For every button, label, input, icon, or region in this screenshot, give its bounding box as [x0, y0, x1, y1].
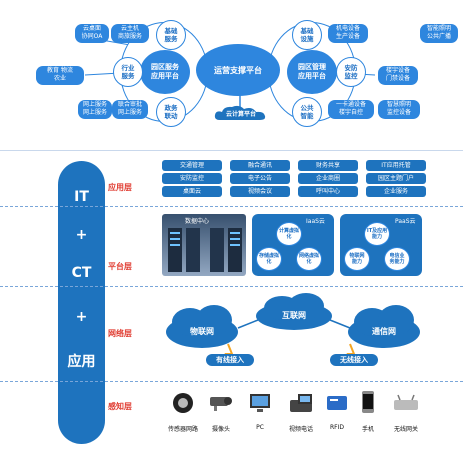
- cloud-internet-icon: [256, 293, 332, 330]
- app-box: 园区主题门户: [366, 173, 426, 184]
- mobile-phone-icon: [362, 391, 374, 413]
- iaas-network: 网络虚拟 化: [296, 247, 322, 271]
- wireless-gateway-icon: [394, 394, 418, 410]
- tag-right-3: 智慧照明 监控设备: [378, 100, 420, 119]
- app-box: 企业商圈: [298, 173, 358, 184]
- wireless-access: 无线接入: [330, 354, 378, 366]
- network-clouds: [166, 293, 420, 365]
- right-hub: 园区管理 应用平台: [287, 50, 337, 94]
- node-security: 安防 监控: [336, 57, 366, 87]
- iaas-label: IaaS云: [306, 218, 325, 225]
- app-box: 呼叫中心: [298, 186, 358, 197]
- device-label: 手机: [361, 426, 374, 433]
- tag-right-5: 智能照明 公共广播: [420, 24, 458, 43]
- left-hub: 园区服务 应用平台: [140, 50, 190, 94]
- bar-ct: CT: [71, 265, 92, 281]
- layer-network: 网络层: [108, 329, 132, 338]
- app-box: 视频会议: [230, 186, 290, 197]
- bar-plus-2: +: [75, 309, 88, 325]
- paas-telecom: 电信业 务能力: [384, 247, 410, 271]
- cloud-telecom-icon: [348, 305, 420, 348]
- layer-sense: 感知层: [108, 402, 132, 411]
- data-center-label: 数据中心: [185, 218, 210, 225]
- app-box: 融合通讯: [230, 160, 290, 171]
- app-box: 交通管理: [162, 160, 222, 171]
- cloud-iot-label: 物联网: [190, 327, 214, 336]
- bar-it: IT: [74, 189, 89, 205]
- tag-left-4: 网上服务 网上服务: [78, 100, 112, 119]
- separator-2: [0, 286, 463, 287]
- center-title: 运营支撑平台: [196, 44, 280, 96]
- tag-right-4: 一卡通设备 楼宇自控: [328, 100, 374, 119]
- node-infrastructure: 基础 设施: [292, 20, 322, 50]
- wired-access: 有线接入: [206, 354, 254, 366]
- app-box: 安防监控: [162, 173, 222, 184]
- tag-right-1: 机电设备 生产设备: [328, 24, 368, 43]
- cloud-platform-icon: [212, 104, 270, 122]
- cloud-internet-label: 互联网: [282, 311, 306, 320]
- iaas-storage: 存储虚拟 化: [256, 247, 282, 271]
- iaas-compute: 计算虚拟 化: [276, 222, 302, 246]
- paas-label: PaaS云: [395, 218, 416, 225]
- paas-iot: 物联网 能力: [344, 247, 370, 271]
- section-divider: [0, 150, 463, 151]
- separator-1: [0, 206, 463, 207]
- cloud-platform-label: 云计算平台: [225, 111, 256, 118]
- node-basic-service: 基础 服务: [156, 20, 186, 50]
- cloud-telecom-label: 通信网: [372, 327, 396, 336]
- device-label: PC: [256, 424, 264, 431]
- data-center-image: [162, 214, 246, 276]
- video-phone-icon: [290, 394, 312, 412]
- device-label: 传感器网路: [167, 426, 198, 433]
- camera-icon: [210, 397, 232, 411]
- paas-it: IT及应用 能力: [364, 222, 390, 246]
- device-label: 摄像头: [211, 426, 230, 433]
- device-label: 无线网关: [393, 426, 418, 433]
- layer-app: 应用层: [108, 183, 132, 192]
- pc-icon: [250, 394, 270, 412]
- separator-3: [0, 381, 463, 382]
- tag-left-5: 联合审批 网上服务: [112, 100, 148, 119]
- app-box: 电子公告: [230, 173, 290, 184]
- tag-left-1: 云桌面 协同OA: [75, 24, 109, 43]
- device-label: RFID: [329, 424, 344, 431]
- it-ct-bar: IT + CT + 应用: [58, 161, 105, 444]
- cloud-iot-icon: [166, 305, 238, 348]
- tag-left-3: 教育 物流 农业: [36, 66, 84, 85]
- tag-left-2: 云主机 商旅服务: [111, 24, 149, 43]
- app-box: 桌面云: [162, 186, 222, 197]
- tag-right-2: 楼宇设备 门禁设备: [378, 66, 418, 85]
- app-box: 企业服务: [366, 186, 426, 197]
- node-public-smart: 公共 智能: [292, 97, 322, 127]
- node-industry-service: 行业 服务: [113, 57, 143, 87]
- sensor-network-icon: [173, 393, 193, 413]
- device-label: 视频电话: [288, 426, 313, 433]
- app-box: IT应用托管: [366, 160, 426, 171]
- layer-platform: 平台层: [108, 262, 132, 271]
- bar-app: 应用: [67, 354, 96, 370]
- node-gov-linkage: 政务 联动: [156, 97, 186, 127]
- rfid-icon: [327, 396, 347, 410]
- app-box: 财务共享: [298, 160, 358, 171]
- bar-plus-1: +: [75, 227, 88, 243]
